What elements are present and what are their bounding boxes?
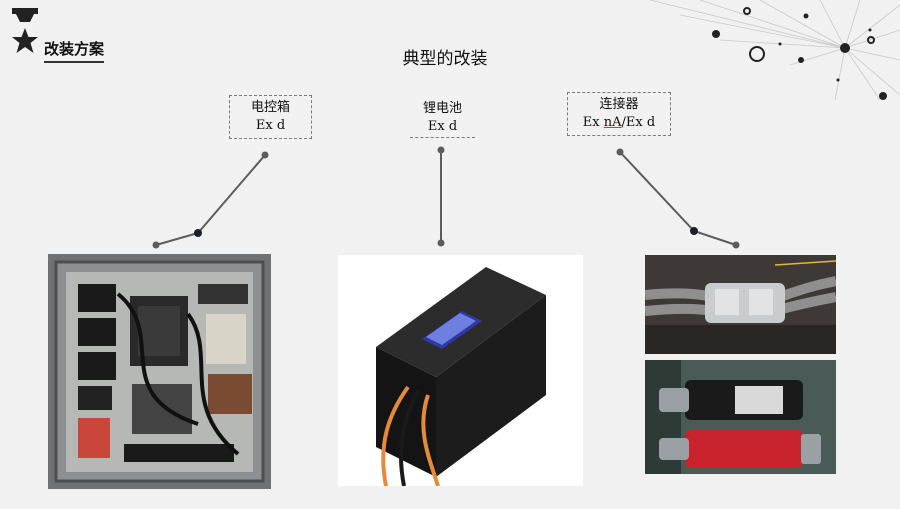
label-connector-rating-prefix: Ex [582, 115, 604, 130]
label-connector-name: 连接器 [599, 97, 639, 112]
connector-photo-grey [645, 255, 836, 354]
label-lithium-battery-name: 锂电池 [422, 101, 462, 116]
label-connector-rating: Ex nA/Ex d [572, 114, 666, 132]
section-title: 改装方案 [44, 38, 105, 63]
control-box-photo [48, 254, 271, 489]
label-connector-rating-suffix: /Ex d [621, 115, 656, 130]
page-title: 典型的改装 [402, 49, 488, 69]
label-control-box-rating: Ex d [255, 118, 286, 133]
connector-photo-red-black [645, 360, 836, 474]
label-control-box: 电控箱 Ex d [229, 95, 312, 139]
label-control-box-name: 电控箱 [250, 100, 290, 115]
label-connector-rating-underlined: nA [603, 115, 622, 130]
label-lithium-battery: 锂电池 Ex d [405, 96, 480, 142]
label-lithium-battery-rating: Ex d [410, 118, 475, 138]
lithium-battery-photo [338, 255, 583, 486]
star-lamp-icon [12, 8, 38, 53]
label-connector: 连接器 Ex nA/Ex d [567, 92, 671, 136]
